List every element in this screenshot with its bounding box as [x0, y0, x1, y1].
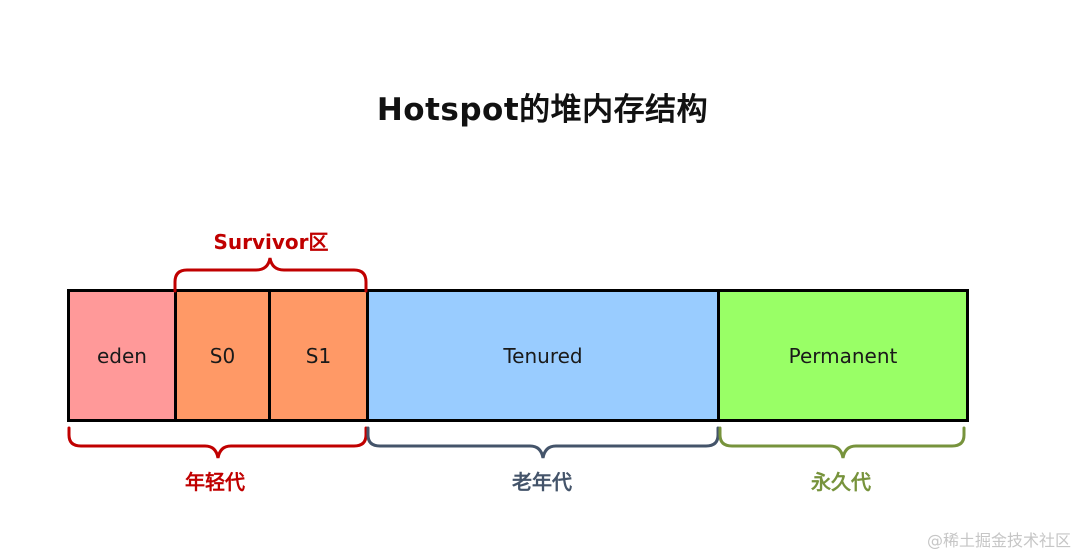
permanent-generation-label: 永久代	[811, 470, 871, 494]
segment-eden-label: eden	[97, 343, 147, 368]
permanent-brace	[718, 426, 966, 459]
young-brace	[67, 426, 368, 459]
young-generation-label: 年轻代	[185, 470, 245, 494]
segment-s1: S1	[271, 292, 369, 419]
watermark-text: @稀土掘金技术社区	[926, 531, 1071, 550]
survivor-label: Survivor区	[213, 230, 329, 254]
segment-s0-label: S0	[209, 343, 236, 368]
heap-bar: eden S0 S1 Tenured Permanent	[67, 289, 969, 422]
old-generation-label: 老年代	[512, 470, 572, 494]
segment-tenured-label: Tenured	[503, 343, 583, 368]
diagram-title: Hotspot的堆内存结构	[376, 92, 709, 128]
segment-eden: eden	[70, 292, 177, 419]
segment-permanent-label: Permanent	[788, 343, 898, 368]
segment-s1-label: S1	[305, 343, 332, 368]
segment-permanent: Permanent	[720, 292, 966, 419]
old-brace	[366, 426, 720, 459]
segment-s0: S0	[177, 292, 271, 419]
survivor-brace	[173, 257, 368, 293]
segment-tenured: Tenured	[369, 292, 720, 419]
